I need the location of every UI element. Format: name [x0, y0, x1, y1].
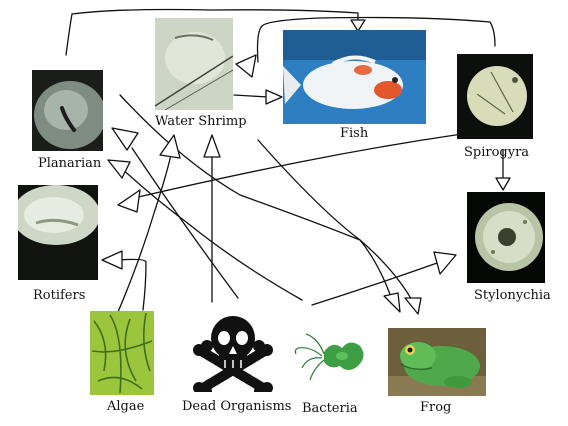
arrow-planarian-to-fish — [65, 8, 359, 56]
arrow-dead-to-planarian — [131, 147, 239, 299]
arrow-algae-to-rotifers — [117, 258, 147, 311]
arrowhead-stylonychia — [495, 177, 511, 191]
rotifers-microscope-icon — [18, 185, 98, 280]
arrow-bacteria-to-planarian — [117, 164, 303, 301]
planarian-label: Planarian — [38, 156, 102, 171]
rotifers-image — [18, 185, 98, 280]
spirogyra-image — [457, 54, 533, 139]
fish-label: Fish — [340, 126, 369, 141]
spirogyra-microscope-icon — [457, 54, 533, 139]
arrow-spirogyra-to-fish — [256, 16, 496, 63]
arrowhead-frog-shrimp — [404, 297, 422, 315]
bacteria-image — [292, 328, 366, 383]
spirogyra-label: Spirogyra — [464, 145, 530, 160]
arrowhead-frog-planarian — [383, 292, 401, 313]
dead-organisms-image — [193, 312, 273, 392]
arrow-spirogyra-to-rotifers — [133, 133, 463, 199]
arrowhead-rotifers-spirogyra — [117, 189, 141, 213]
stylonychia-image — [467, 192, 545, 283]
bacteria-label: Bacteria — [302, 401, 358, 416]
stylonychia-microscope-icon — [467, 192, 545, 283]
planarian-image — [32, 70, 103, 151]
arrow-bacteria-to-stylonychia — [311, 261, 441, 306]
arrowhead-fish-shrimp — [265, 89, 283, 105]
skull-and-crossbones-icon — [193, 316, 273, 392]
water-shrimp-image — [155, 18, 233, 110]
arrow-algae-to-shrimp — [117, 149, 173, 313]
stylonychia-label: Stylonychia — [474, 288, 551, 303]
arrowhead-fish-left — [235, 54, 257, 78]
arrow-shrimp-to-frog — [257, 139, 414, 303]
arrowhead-shrimp-algae — [159, 134, 181, 159]
frog-icon — [388, 328, 486, 396]
bacterium-icon — [294, 333, 364, 381]
algae-label: Algae — [107, 399, 145, 414]
planarian-microscope-icon — [32, 70, 103, 151]
frog-image — [388, 328, 486, 396]
arrowhead-fish-top — [350, 19, 366, 32]
frog-label: Frog — [420, 400, 452, 415]
dead-organisms-label: Dead Organisms — [182, 399, 292, 414]
rotifers-label: Rotifers — [33, 288, 86, 303]
water-shrimp-microscope-icon — [155, 18, 233, 110]
arrow-shrimp-to-fish — [233, 94, 269, 98]
arrowhead-rotifers-algae — [101, 250, 123, 270]
fish-image — [283, 30, 426, 124]
algae-image — [90, 311, 154, 395]
fish-icon — [283, 30, 426, 124]
arrowhead-stylonychia-bacteria — [433, 251, 457, 275]
arrowhead-planarian-dead — [111, 127, 139, 151]
algae-icon — [90, 311, 154, 395]
arrowhead-planarian-bacteria — [107, 159, 131, 179]
water-shrimp-label: Water Shrimp — [155, 114, 247, 129]
arrowhead-shrimp-dead — [203, 134, 221, 158]
